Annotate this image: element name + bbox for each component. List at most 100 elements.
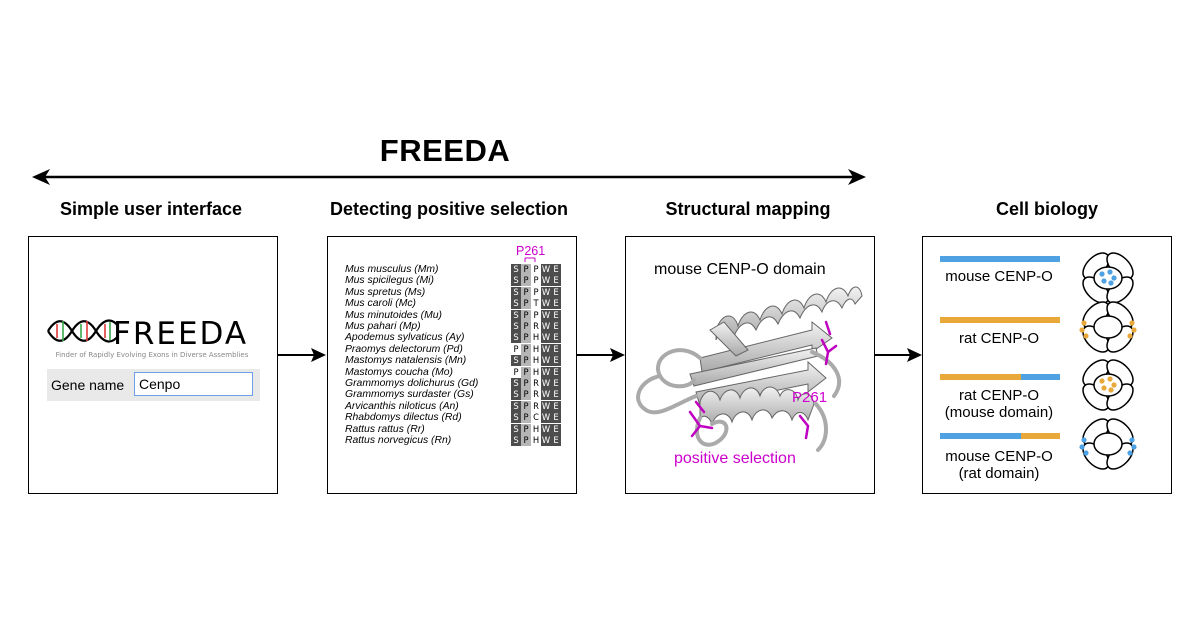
residue-cell: P [521,435,531,446]
chromosome-cell-icon [1082,252,1134,304]
residue-cell: R [531,378,541,389]
residue-cell: P [521,275,531,287]
protein-dot [1129,320,1135,326]
residue-cell: P [521,298,531,310]
chromosome-cell-icon [1079,301,1137,353]
residue-cell: H [531,423,541,435]
arrow-icon [577,348,625,362]
residue-cell: W [541,400,551,412]
residue-cell: S [511,355,521,367]
residue-cell: P [521,343,531,355]
residue-cell: P [521,321,531,332]
residue-cell: E [551,412,561,424]
residue-cell: S [511,275,521,287]
species-name: Mastomys natalensis (Mn) [345,355,467,367]
residue-cell: P [521,366,531,378]
residue-cell: W [541,366,551,378]
residue-cell: H [531,332,541,344]
residue-cell: E [551,378,561,389]
protein-dot [1108,387,1114,393]
residue-cell: C [531,412,541,424]
residue-cell: S [511,400,521,412]
residue-cell: W [541,355,551,367]
positive-selection-label: positive selection [674,450,796,467]
residue-cell: P [521,400,531,412]
residue-cell: W [541,286,551,298]
protein-dot [1131,327,1137,333]
panel-title-selection: Detecting positive selection [329,199,569,219]
residue-cell: E [551,309,561,321]
residue-cell: S [511,298,521,310]
species-name: Grammomys surdaster (Gs) [345,389,474,401]
residue-cell: P [521,355,531,367]
residue-cell: E [551,275,561,287]
species-name: Praomys delectorum (Pd) [345,343,463,355]
residue-cell: E [551,435,561,446]
residue-cell: W [541,275,551,287]
construct-bar [940,433,1021,439]
protein-dot [1101,278,1107,284]
protein-dot [1101,385,1107,391]
species-name: Mus minutoides (Mu) [345,309,443,321]
alignment-site-label: P261 [516,244,546,258]
residue-cell: E [551,400,561,412]
protein-dot [1111,382,1117,388]
residue-cell: W [541,423,551,435]
species-name: Mus musculus (Mm) [345,264,439,275]
residue-cell: S [511,378,521,389]
protein-dot [1099,378,1105,384]
protein-dot [1099,271,1105,277]
residue-cell: S [511,286,521,298]
residue-cell: P [521,423,531,435]
residue-cell: S [511,389,521,401]
residue-cell: E [551,286,561,298]
panel-ui [28,236,278,494]
protein-dot [1108,280,1114,286]
diagram-title: FREEDA [379,133,511,168]
species-name: Mastomys coucha (Mo) [345,366,453,378]
arrow-icon [278,348,326,362]
residue-cell: S [511,309,521,321]
species-name: Rhabdomys dilectus (Rd) [345,412,462,424]
residue-cell: P [521,264,531,275]
species-name: Mus pahari (Mp) [345,321,421,332]
residue-cell: H [531,343,541,355]
species-name: Rattus norvegicus (Rn) [345,435,452,446]
panel-title-ui: Simple user interface [59,199,243,219]
residue-cell: W [541,309,551,321]
residue-cell: E [551,355,561,367]
residue-cell: P [521,332,531,344]
protein-dot [1129,437,1135,443]
species-name: Mus spicilegus (Mi) [345,275,434,287]
protein-dot [1083,450,1089,456]
residue-cell: P [521,378,531,389]
residue-cell: W [541,332,551,344]
residue-cell: H [531,435,541,446]
residue-cell: S [511,321,521,332]
protein-dot [1083,333,1089,339]
residue-cell: W [541,343,551,355]
residue-cell: P [521,389,531,401]
species-name: Rattus rattus (Rr) [345,423,425,435]
residue-cell: E [551,321,561,332]
residue-cell: R [531,400,541,412]
construct-bar [1021,433,1060,439]
residue-cell: P [531,264,541,275]
construct-label-rat-chimera: rat CENP-O [958,387,1039,404]
protein-dot [1079,444,1085,450]
residue-cell: E [551,343,561,355]
residue-cell: W [541,298,551,310]
construct-label-mouse-chimera: mouse CENP-O [945,448,1053,465]
protein-dot [1107,269,1113,275]
construct-sublabel-mouse-chimera: (rat domain) [958,465,1040,482]
gene-name-input[interactable]: Cenpo [134,372,253,396]
structure-title: mouse CENP-O domain [654,261,826,278]
residue-cell: H [531,366,541,378]
structure-site-label: P261 [792,389,828,406]
protein-dot [1107,376,1113,382]
